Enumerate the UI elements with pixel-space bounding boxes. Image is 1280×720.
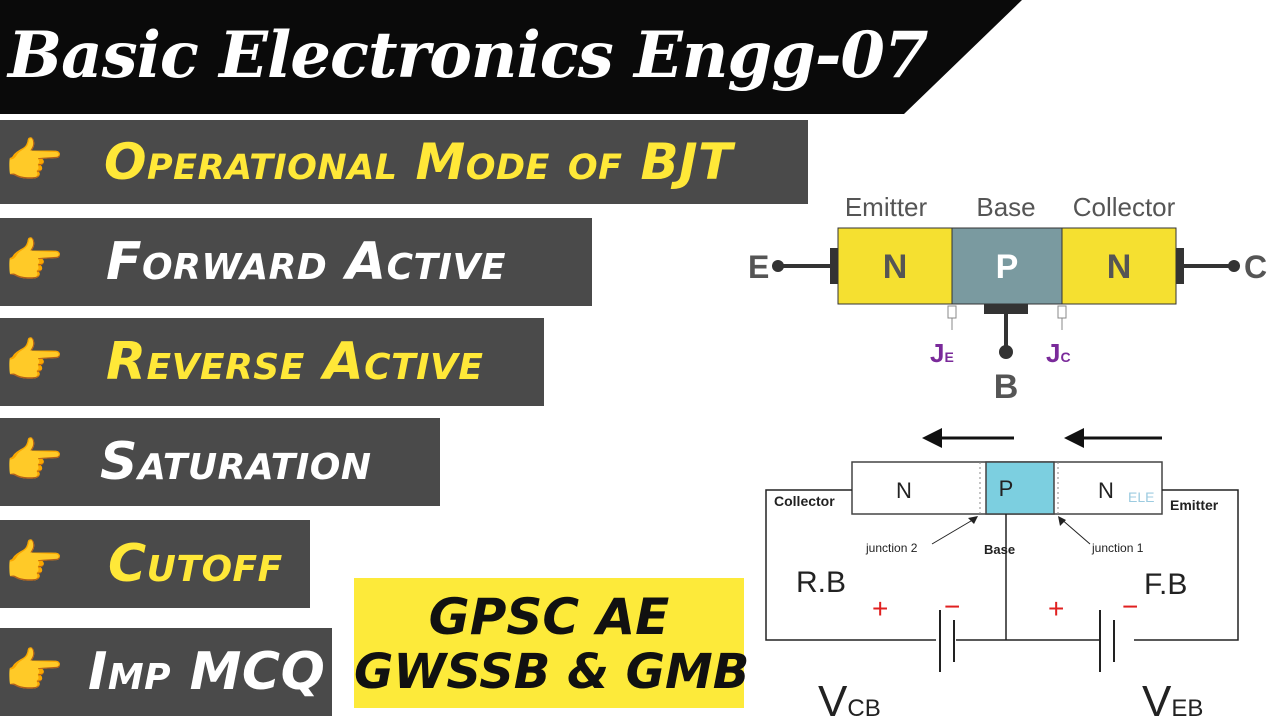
topic-label: Saturation — [100, 432, 372, 492]
topic-saturation: 👉 Saturation — [0, 418, 440, 506]
emitter-label: Emitter — [845, 192, 928, 222]
collector-label: Collector — [1073, 192, 1176, 222]
junction-jc: JC — [1046, 338, 1071, 368]
topic-label: Forward Active — [106, 232, 506, 292]
vcb-label: VCB — [818, 677, 881, 720]
terminal-b: B — [994, 368, 1019, 406]
junction-je: JE — [930, 338, 954, 368]
collector-label: Collector — [774, 493, 835, 509]
base-region — [985, 461, 1055, 515]
terminal-c: C — [1244, 249, 1267, 285]
emitter-type: N — [883, 248, 908, 286]
watermark: ELE — [1128, 489, 1154, 505]
pointing-hand-icon: 👉 — [4, 435, 64, 488]
base-type: P — [999, 476, 1014, 501]
terminal-e: E — [748, 249, 769, 285]
topic-label: Cutoff — [108, 534, 283, 594]
bjt-bias-circuit: N P N ELE Collector Emitter junction 2 B… — [765, 428, 1239, 720]
rb-label: R.B — [796, 566, 846, 599]
topic-imp-mcq: 👉 Imp MCQ — [0, 628, 332, 716]
base-label: Base — [984, 542, 1015, 557]
topic-cutoff: 👉 Cutoff — [0, 520, 310, 608]
exam-badge: GPSC AE GWSSB & GMB — [354, 578, 750, 708]
base-label: Base — [976, 192, 1035, 222]
pointing-hand-icon: 👉 — [4, 537, 64, 590]
topic-forward-active: 👉 Forward Active — [0, 218, 592, 306]
bjt-structure-diagram: Emitter Base Collector N P N E C B JE JC — [748, 192, 1267, 406]
veb-label: VEB — [1142, 677, 1203, 720]
minus-right: − — [1122, 591, 1138, 622]
fb-label: F.B — [1144, 568, 1187, 601]
junction-1-label: junction 1 — [1091, 541, 1144, 555]
topic-label: Imp MCQ — [88, 642, 326, 702]
topic-label: Reverse Active — [106, 332, 484, 392]
pointing-hand-icon: 👉 — [4, 235, 64, 288]
emitter-label: Emitter — [1170, 497, 1219, 513]
pointing-hand-icon: 👉 — [4, 645, 64, 698]
badge-line-2: GWSSB & GMB — [354, 644, 750, 700]
pointing-hand-icon: 👉 — [4, 335, 64, 388]
collector-type: N — [1107, 248, 1132, 286]
badge-line-1: GPSC AE — [428, 588, 670, 646]
junction-2-label: junction 2 — [865, 541, 918, 555]
pointing-hand-icon: 👉 — [4, 135, 64, 188]
topic-operational-mode: 👉 Operational Mode of BJT — [0, 120, 808, 204]
plus-left: + — [872, 593, 888, 624]
title-band — [0, 0, 1022, 114]
plus-right: + — [1048, 593, 1064, 624]
emitter-type: N — [1098, 478, 1114, 503]
topic-reverse-active: 👉 Reverse Active — [0, 318, 544, 406]
minus-left: − — [944, 591, 960, 622]
topic-label: Operational Mode of BJT — [104, 133, 733, 191]
base-type: P — [996, 248, 1019, 286]
page-title: Basic Electronics Engg-07 — [8, 18, 928, 93]
collector-type: N — [896, 478, 912, 503]
